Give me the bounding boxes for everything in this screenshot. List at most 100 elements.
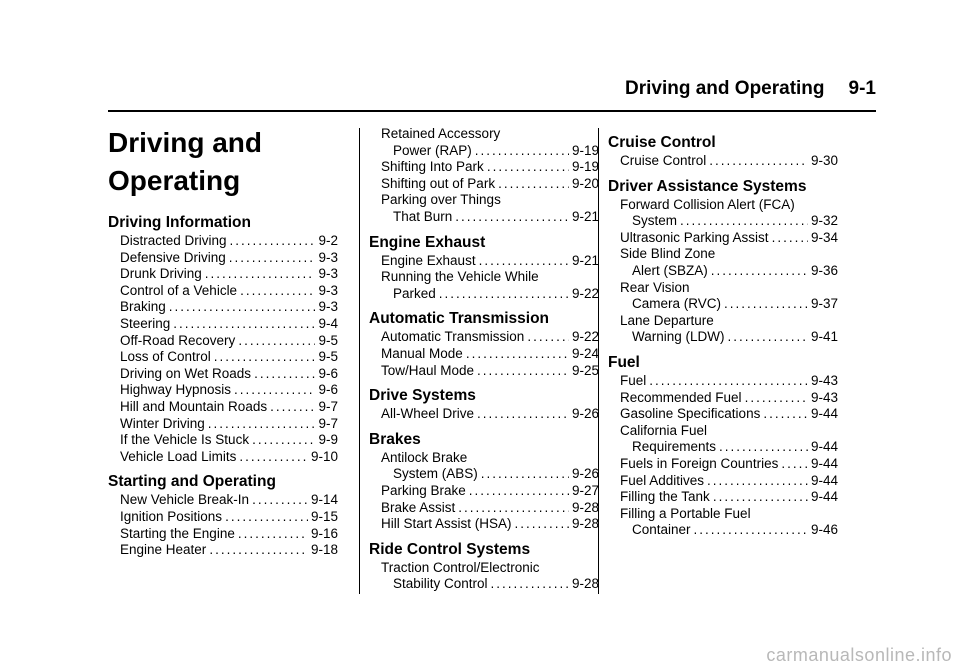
entry-row: Fuel Additives9-44 <box>620 473 838 490</box>
toc-entry[interactable]: All-Wheel Drive9-26 <box>369 406 599 423</box>
toc-entry[interactable]: Hill Start Assist (HSA)9-28 <box>369 516 599 533</box>
entry-row: New Vehicle Break-In9-14 <box>120 492 338 509</box>
dot-leader <box>225 509 308 526</box>
toc-entry[interactable]: New Vehicle Break-In9-14 <box>108 492 338 509</box>
toc-entry[interactable]: Fuels in Foreign Countries9-44 <box>608 456 838 473</box>
entry-title: Defensive Driving <box>120 249 226 265</box>
entry-page-number: 9-3 <box>318 282 338 298</box>
entry-title: Highway Hypnosis <box>120 382 232 398</box>
toc-entry[interactable]: Recommended Fuel9-43 <box>608 390 838 407</box>
toc-entry[interactable]: Brake Assist9-28 <box>369 500 599 517</box>
toc-entry[interactable]: Winter Driving9-7 <box>108 416 338 433</box>
toc-entry[interactable]: Manual Mode 9-24 <box>369 346 599 363</box>
section-title: Ride Control Systems <box>369 540 531 558</box>
entry-title-line: Forward Collision Alert (FCA) <box>620 196 795 212</box>
toc-entry[interactable]: Control of a Vehicle9-3 <box>108 283 338 300</box>
toc-entry[interactable]: If the Vehicle Is Stuck9-9 <box>108 432 338 449</box>
entry-row: Hill Start Assist (HSA)9-28 <box>381 516 599 533</box>
entry-page-number: 9-24 <box>571 345 599 361</box>
toc-entry[interactable]: Engine Exhaust9-21 <box>369 253 599 270</box>
toc-entry[interactable]: Ultrasonic Parking Assist9-34 <box>608 230 838 247</box>
entry-title: Distracted Driving <box>120 233 227 248</box>
entry-page-number: 9-25 <box>571 362 599 378</box>
dot-leader <box>466 346 569 363</box>
entry-row: Fuel9-43 <box>620 373 838 390</box>
toc-entry[interactable]: Distracted Driving9-2 <box>108 233 338 250</box>
toc-entry[interactable]: Shifting Into Park9-19 <box>369 159 599 176</box>
toc-entry[interactable]: Starting the Engine9-16 <box>108 526 338 543</box>
entry-page-number: 9-18 <box>310 542 338 558</box>
toc-entry[interactable]: Shifting out of Park9-20 <box>369 176 599 193</box>
toc-entry[interactable]: Fuel9-43 <box>608 373 838 390</box>
toc-entry[interactable]: Cruise Control9-30 <box>608 153 838 170</box>
toc-entry[interactable]: Ignition Positions9-15 <box>108 509 338 526</box>
entry-row: Shifting out of Park9-20 <box>381 176 599 193</box>
dot-leader <box>680 213 808 230</box>
dot-leader <box>240 283 315 300</box>
entry-row: Automatic Transmission9-22 <box>381 329 599 346</box>
toc-entry[interactable]: Drunk Driving9-3 <box>108 266 338 283</box>
toc-entry[interactable]: Filling the Tank9-44 <box>608 489 838 506</box>
dot-leader <box>252 432 315 449</box>
toc-entry[interactable]: Highway Hypnosis 9-6 <box>108 382 338 399</box>
toc-entry[interactable]: Running the Vehicle WhileParked9-22 <box>369 269 599 302</box>
entry-page-number: 9-44 <box>810 472 838 488</box>
entry-title: Tow/Haul Mode <box>381 362 475 378</box>
toc-entry[interactable]: Automatic Transmission9-22 <box>369 329 599 346</box>
toc-entry[interactable]: Filling a Portable FuelContainer9-46 <box>608 506 838 539</box>
dot-leader <box>707 473 808 490</box>
entry-page-number: 9-3 <box>318 249 338 265</box>
dot-leader <box>649 373 808 390</box>
entry-title: Manual Mode <box>381 345 463 361</box>
toc-entry[interactable]: California FuelRequirements9-44 <box>608 423 838 456</box>
toc-entry[interactable]: Vehicle Load Limits9-10 <box>108 449 338 466</box>
entry-page-number: 9-15 <box>310 508 338 524</box>
entry-row: Engine Exhaust9-21 <box>381 253 599 270</box>
toc-entry[interactable]: Driving on Wet Roads 9-6 <box>108 366 338 383</box>
entry-page-number: 9-37 <box>810 296 838 312</box>
section-title: Fuel <box>608 353 640 371</box>
entry-row: Control of a Vehicle9-3 <box>120 283 338 300</box>
dot-leader <box>169 299 316 316</box>
toc-entry[interactable]: Hill and Mountain Roads9-7 <box>108 399 338 416</box>
entry-title: System (ABS) <box>393 466 478 482</box>
entry-page-number: 9-36 <box>810 262 838 278</box>
entry-page-number: 9-44 <box>810 406 838 422</box>
entry-title: Driving on Wet Roads <box>120 365 252 381</box>
toc-entry[interactable]: Defensive Driving 9-3 <box>108 250 338 267</box>
dot-leader <box>527 329 569 346</box>
entry-page-number: 9-6 <box>318 365 338 381</box>
toc-entry[interactable]: Steering9-4 <box>108 316 338 333</box>
toc-entry[interactable]: Gasoline Specifications9-44 <box>608 406 838 423</box>
toc-entry[interactable]: Engine Heater9-18 <box>108 542 338 559</box>
entry-page-number: 9-22 <box>571 285 599 301</box>
entry-title: Shifting out of Park <box>381 175 496 191</box>
toc-entry[interactable]: Fuel Additives9-44 <box>608 473 838 490</box>
entry-title: Camera (RVC) <box>632 296 722 312</box>
toc-entry[interactable]: Parking Brake9-27 <box>369 483 599 500</box>
toc-entry[interactable]: Off-Road Recovery9-5 <box>108 333 338 350</box>
entry-title: Off-Road Recovery <box>120 332 236 348</box>
entry-row: Engine Heater9-18 <box>120 542 338 559</box>
dot-leader <box>238 333 315 350</box>
entry-page-number: 9-6 <box>318 382 338 398</box>
entry-row: Shifting Into Park9-19 <box>381 159 599 176</box>
entry-page-number: 9-44 <box>810 489 838 505</box>
toc-entry[interactable]: Braking9-3 <box>108 299 338 316</box>
toc-entry[interactable]: Tow/Haul Mode 9-25 <box>369 363 599 380</box>
entry-row: That Burn9-21 <box>381 209 599 226</box>
toc-entry[interactable]: Loss of Control9-5 <box>108 349 338 366</box>
entry-page-number: 9-27 <box>571 482 599 498</box>
toc-entry[interactable]: Forward Collision Alert (FCA)System9-32 <box>608 197 838 230</box>
entry-row: Driving on Wet Roads 9-6 <box>120 366 338 383</box>
entry-title-line: Antilock Brake <box>381 449 468 465</box>
